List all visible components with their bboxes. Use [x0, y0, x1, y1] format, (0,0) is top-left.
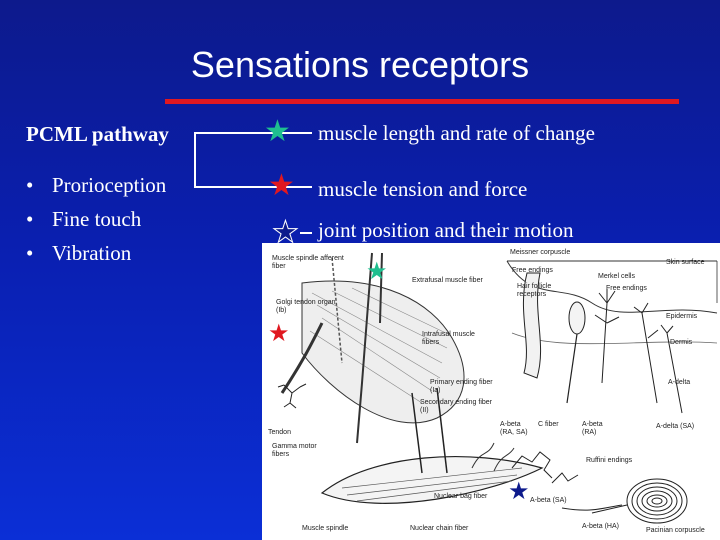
label-hair-follicle: Hair follicle receptors — [517, 283, 552, 298]
label-muscle-spindle-afferent: Muscle spindle afferent fiber — [272, 255, 344, 270]
label-a-beta-ha: A-beta (HA) — [582, 523, 619, 530]
connector-arrow-bottom — [300, 232, 312, 234]
pathway-heading: PCML pathway — [26, 122, 169, 146]
list-item: •Prorioception — [26, 173, 167, 197]
connector-horizontal-mid — [194, 186, 280, 188]
receptor-description-golgi: muscle tension and force — [318, 177, 528, 201]
label-skin-surface: Skin surface — [666, 259, 705, 266]
connector-horizontal-top — [194, 132, 280, 134]
label-merkel: Merkel cells — [598, 273, 635, 280]
bullet-list: •Prorioception •Fine touch •Vibration — [26, 168, 166, 270]
label-meissner: Meissner corpuscle — [510, 249, 571, 256]
label-ruffini: Ruffini endings — [586, 457, 633, 464]
receptor-description-spindle: muscle length and rate of change — [318, 121, 595, 145]
label-free-endings-top: Free endings — [512, 267, 553, 274]
label-muscle-spindle: Muscle spindle — [302, 525, 349, 532]
connector-arrow-mid — [282, 186, 312, 188]
label-golgi: Golgi tendon organ (Ib) — [276, 299, 336, 314]
receptor-figure: ★ ★ ★ Muscle spindle afferent fiber Extr… — [262, 243, 720, 540]
label-a-delta-sa: A-delta (SA) — [656, 423, 695, 430]
star-spindle-figure-icon: ★ — [366, 259, 388, 285]
label-tendon: Tendon — [268, 429, 291, 436]
label-free-endings-right: Free endings — [606, 285, 647, 292]
star-joint-icon: ★ — [272, 216, 300, 249]
slide-title: Sensations receptors — [190, 44, 530, 85]
receptor-illustration — [277, 252, 718, 524]
list-item: •Fine touch — [26, 207, 142, 231]
label-a-beta-ra: A-beta (RA) — [582, 421, 603, 436]
title-underline — [165, 99, 679, 104]
label-nuclear-bag: Nuclear bag fiber — [434, 493, 488, 500]
star-golgi-figure-icon: ★ — [268, 321, 290, 347]
label-a-delta: A-delta — [668, 379, 691, 386]
label-secondary-ending: Secondary ending fiber (II) — [420, 399, 492, 414]
star-golgi-icon: ★ — [268, 169, 295, 202]
label-intrafusal: Intrafusal muscle fibers — [422, 331, 475, 346]
label-gamma: Gamma motor fibers — [272, 443, 317, 458]
label-epidermis: Epidermis — [666, 313, 698, 320]
label-primary-ending: Primary ending fiber (Ia) — [430, 379, 493, 394]
label-a-beta-sa: A-beta (SA) — [530, 497, 567, 504]
connector-vertical — [194, 132, 196, 188]
label-nuclear-chain: Nuclear chain fiber — [410, 525, 469, 532]
receptor-description-joint: joint position and their motion — [318, 218, 574, 242]
list-item: •Vibration — [26, 241, 132, 265]
label-a-beta-ra-sa: A-beta (RA, SA) — [500, 421, 528, 436]
star-ruffini-figure-icon: ★ — [508, 479, 530, 505]
star-spindle-icon: ★ — [264, 115, 291, 148]
label-extrafusal: Extrafusal muscle fiber — [412, 277, 483, 284]
label-dermis: Dermis — [670, 339, 693, 346]
connector-arrow-top — [282, 132, 312, 134]
label-pacinian: Pacinian corpuscle — [646, 527, 705, 534]
label-c-fiber: C fiber — [538, 421, 559, 428]
